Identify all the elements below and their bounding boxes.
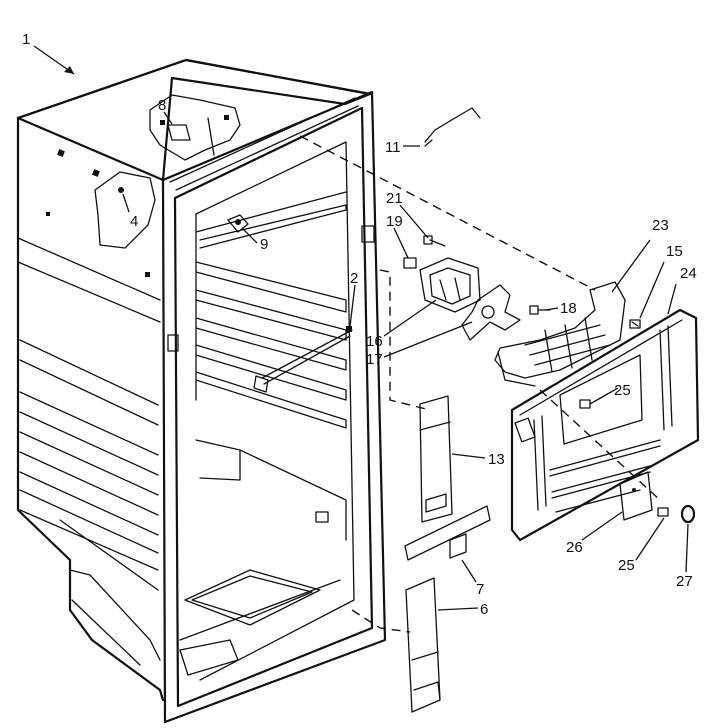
part-13-insulation (419, 395, 453, 523)
refrigerator-cabinet (16, 58, 372, 702)
callout-15: 15 (666, 243, 683, 260)
callout-17: 17 (366, 351, 383, 368)
callout-2: 2 (350, 270, 358, 287)
part-6-panel (405, 577, 441, 713)
callout-8: 8 (158, 97, 166, 114)
cabinet-liner (161, 90, 387, 724)
part-25-screw-upper (579, 399, 591, 409)
callout-21: 21 (386, 190, 403, 207)
callout-7: 7 (476, 581, 484, 598)
callout-18: 18 (560, 300, 577, 317)
callout-13: 13 (488, 451, 505, 468)
part-26-bracket (619, 471, 653, 521)
callout-24: 24 (680, 265, 697, 282)
callout-25a: 25 (614, 382, 631, 399)
callout-19: 19 (386, 213, 403, 230)
part-27-grommet (680, 504, 696, 524)
part-7-strip (404, 505, 491, 561)
callout-4: 4 (130, 213, 138, 230)
callout-23: 23 (652, 217, 669, 234)
callout-16: 16 (366, 333, 383, 350)
callout-11: 11 (385, 139, 401, 156)
callout-26: 26 (566, 539, 583, 556)
callout-6: 6 (480, 601, 488, 618)
leader-lines (33, 45, 689, 611)
assembly-lines (299, 135, 661, 633)
part-23-duct (494, 281, 626, 387)
part-25-screw-lower (657, 507, 669, 517)
fan-motor-assembly (403, 235, 521, 341)
part-24-panel (510, 308, 700, 542)
part-9-fitting (227, 214, 249, 233)
callout-25b: 25 (618, 557, 635, 574)
callout-labels: 1 8 4 9 11 21 19 23 15 24 2 18 16 17 25 … (22, 31, 697, 618)
part-8-bracket (149, 94, 241, 161)
part-4-plate (94, 171, 156, 249)
callout-27: 27 (676, 573, 693, 590)
part-11-wire (424, 107, 481, 147)
callout-1: 1 (22, 31, 30, 48)
part-15-screw (629, 319, 641, 329)
callout-9: 9 (260, 236, 268, 253)
part-2-sensor (253, 326, 353, 393)
